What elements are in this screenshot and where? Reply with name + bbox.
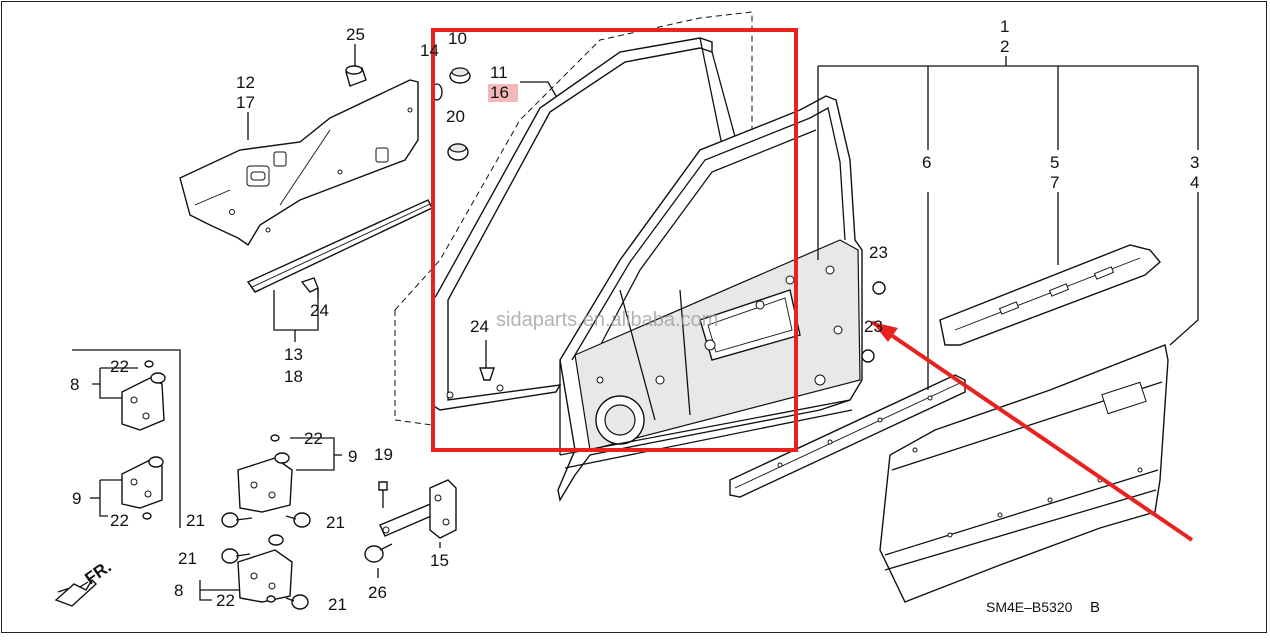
diagram-code-suffix: B <box>1090 599 1100 616</box>
clip-22-b <box>142 512 152 520</box>
highlight-box <box>431 28 1194 542</box>
label-21-d: 21 <box>328 595 347 614</box>
diagram-code: SM4E–B5320 B <box>986 599 1100 616</box>
bolt-21-c <box>221 548 251 564</box>
label-1: 1 <box>1000 17 1009 36</box>
front-direction-arrow: FR. <box>54 557 115 607</box>
door-body-dashed <box>394 11 753 426</box>
door-check <box>379 479 457 539</box>
label-9-mid: 9 <box>348 447 357 466</box>
door-interior-panel <box>179 79 419 247</box>
hinge-lower-left <box>121 456 164 509</box>
label-3: 3 <box>1190 153 1199 172</box>
label-14: 14 <box>420 41 439 60</box>
label-21-b: 21 <box>326 513 345 532</box>
label-16-highlight <box>488 84 518 102</box>
hinge-upper-mid <box>237 452 293 513</box>
label-6: 6 <box>922 153 931 172</box>
label-17: 17 <box>236 93 255 112</box>
label-22-b: 22 <box>110 511 129 530</box>
label-21-a: 21 <box>186 511 205 530</box>
label-5: 5 <box>1050 153 1059 172</box>
label-23-lower: 23 <box>864 317 883 336</box>
label-4: 4 <box>1190 173 1199 192</box>
label-11: 11 <box>490 63 508 82</box>
clip-25 <box>345 65 367 87</box>
watermark-text: sidaparts.en.alibaba.com <box>496 309 718 331</box>
label-16: 16 <box>490 83 509 102</box>
label-25: 25 <box>346 25 365 44</box>
bolt-21-d <box>285 594 309 610</box>
door-sill-reinforcement <box>729 374 966 498</box>
clip-10 <box>449 67 471 84</box>
label-22-d: 22 <box>216 591 235 610</box>
label-2: 2 <box>1000 37 1009 56</box>
label-26: 26 <box>368 583 387 602</box>
door-outer-skin <box>879 344 1169 603</box>
label-24-lower: 24 <box>470 317 489 336</box>
hinge-lower-mid <box>237 534 293 603</box>
label-8-left: 8 <box>70 375 79 394</box>
clip-22-a <box>144 360 154 368</box>
part-labels: 1 2 3 4 5 7 6 25 14 10 11 16 20 12 17 24… <box>70 17 1199 614</box>
label-13: 13 <box>284 345 303 364</box>
label-24-upper: 24 <box>310 301 329 320</box>
diagram-code-text: SM4E–B5320 <box>986 599 1073 615</box>
bolt-26 <box>364 543 393 563</box>
door-reinforcement <box>939 244 1161 346</box>
label-22-a: 22 <box>110 357 129 376</box>
label-18: 18 <box>284 367 303 386</box>
label-8-mid: 8 <box>174 581 183 600</box>
leader-lines <box>72 44 1199 601</box>
label-10: 10 <box>448 29 467 48</box>
nut-23-upper <box>872 281 886 295</box>
clip-22-d <box>266 595 276 603</box>
label-9-left: 9 <box>72 489 81 508</box>
pin-19 <box>378 481 388 508</box>
nut-23-lower <box>861 349 875 363</box>
label-7: 7 <box>1050 173 1059 192</box>
clip-24-left <box>479 340 495 381</box>
clip-22-c <box>270 434 280 442</box>
bolt-21-a <box>221 512 253 528</box>
label-12: 12 <box>236 73 255 92</box>
label-21-c: 21 <box>178 549 197 568</box>
bolt-21-b <box>285 512 311 528</box>
label-23-upper: 23 <box>869 243 888 262</box>
label-22-c: 22 <box>304 429 323 448</box>
label-19: 19 <box>374 445 393 464</box>
label-20: 20 <box>446 107 465 126</box>
clip-20 <box>447 143 469 161</box>
label-15: 15 <box>430 551 449 570</box>
hinge-upper-left <box>121 372 166 431</box>
